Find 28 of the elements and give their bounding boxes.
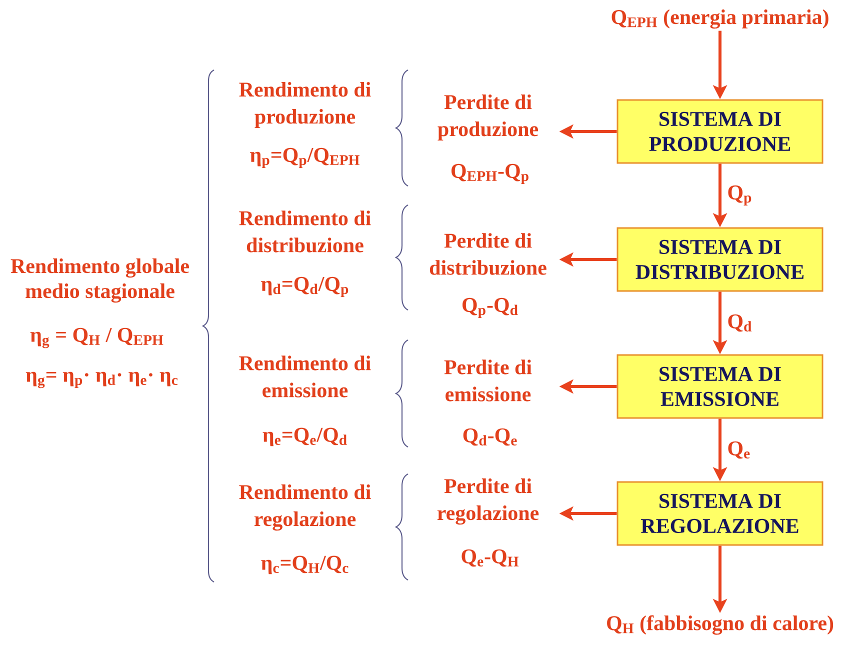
- efficiency-text: Rendimento globale medio stagionale: [10, 258, 189, 303]
- loss-formula: Q$_{d}$-Q$_{e}$: [463, 428, 517, 446]
- formula-text: η$_{p}$=Q$_{p}$/Q$_{EPH}$: [250, 148, 360, 168]
- flow-text: Q$_{H}$ (fabbisogno di calore): [607, 615, 834, 635]
- system-box: SISTEMA DI DISTRIBUZIONE: [616, 227, 824, 292]
- efficiency-text: Rendimento di emissione: [239, 356, 371, 398]
- loss-text: Perdite di distribuzione: [430, 233, 546, 275]
- system-box: SISTEMA DI PRODUZIONE: [616, 99, 824, 164]
- loss-formula: Q$_{p}$-Q$_{d}$: [462, 298, 518, 318]
- loss-text: Perdite di regolazione: [437, 478, 539, 525]
- formula-text: η$_{c}$=Q$_{H}$/Q$_{c}$: [261, 556, 348, 574]
- efficiency-text: Rendimento di distribuzione: [239, 210, 371, 252]
- efficiency-text: Rendimento di produzione: [239, 82, 371, 128]
- edge-label: Q$_{p}$: [728, 185, 752, 206]
- edge-label: Q$_{d}$: [728, 314, 752, 332]
- system-box: SISTEMA DI REGOLAZIONE: [616, 481, 824, 546]
- system-box: SISTEMA DI EMISSIONE: [616, 354, 824, 419]
- loss-text: Perdite di produzione: [438, 94, 538, 141]
- loss-text: Perdite di emissione: [444, 360, 532, 402]
- loss-formula: Q$_{e}$-Q$_{H}$: [462, 549, 519, 567]
- efficiency-text: Rendimento di regolazione: [239, 484, 371, 531]
- formula-text: η$_{g}$= η$_{p}$· η$_{d}$· η$_{e}$· η$_{c}$: [26, 372, 178, 388]
- formula-text: η$_{d}$=Q$_{d}$/Q$_{p}$: [261, 276, 348, 298]
- formula-text: η$_{g}$ = Q$_{H}$ / Q$_{EPH}$: [30, 328, 164, 348]
- formula-text: η$_{e}$=Q$_{e}$/Q$_{d}$: [262, 428, 347, 446]
- edge-label: Q$_{e}$: [728, 441, 750, 459]
- loss-formula: Q$_{EPH}$-Q$_{p}$: [452, 164, 528, 184]
- flow-text: Q$_{EPH}$ (energia primaria): [612, 9, 828, 29]
